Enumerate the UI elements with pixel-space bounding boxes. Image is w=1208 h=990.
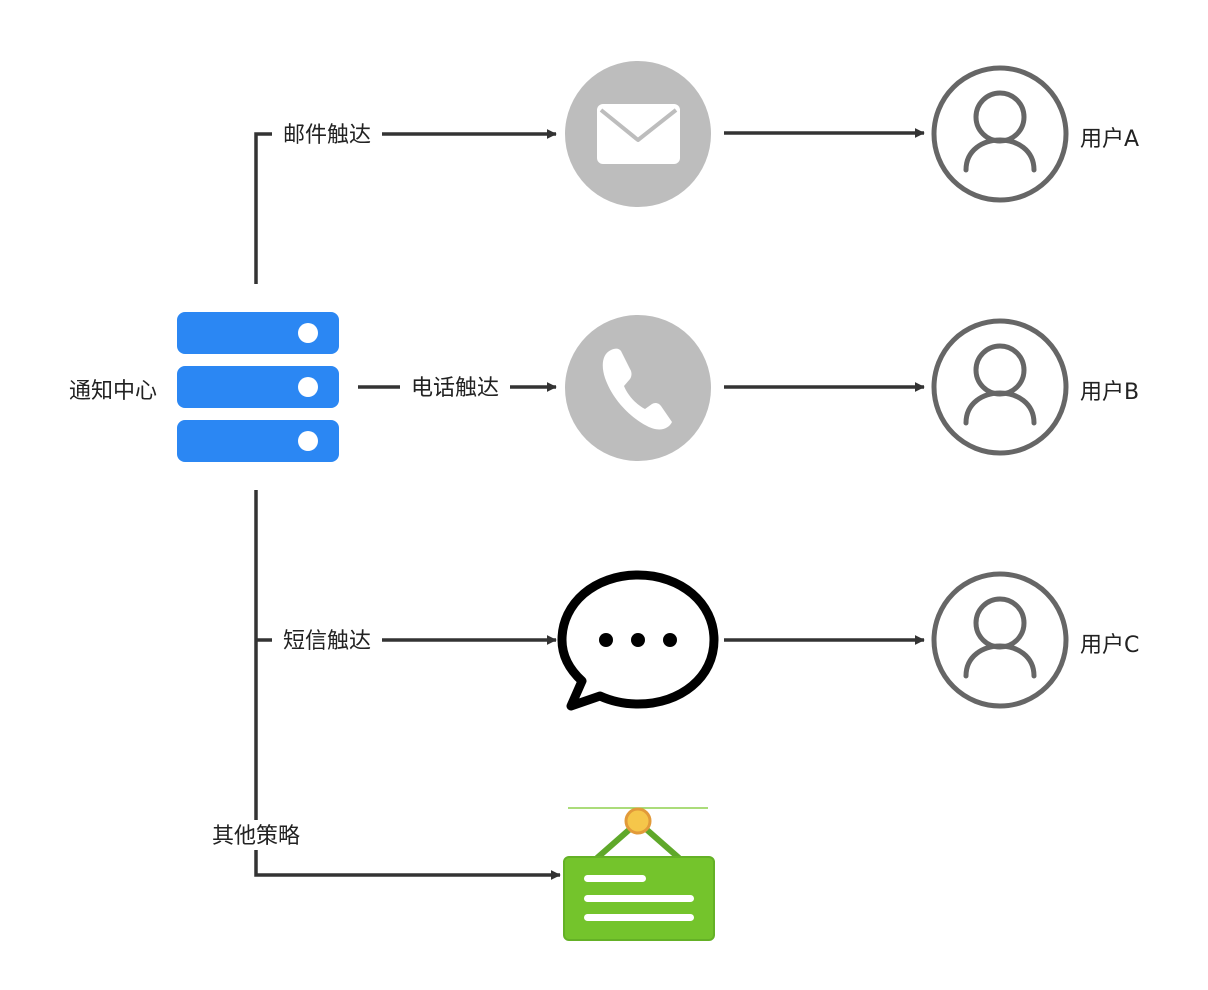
edge-label-phone: 电话触达	[411, 376, 499, 401]
user-icon	[931, 318, 1069, 456]
user-icon	[931, 571, 1069, 709]
user-icon	[931, 65, 1069, 203]
edge-label-other: 其他策略	[212, 824, 300, 849]
chat-bubble-icon	[557, 570, 719, 711]
connector-email	[254, 129, 557, 284]
edge-label-email: 邮件触达	[283, 123, 371, 148]
user-c-node: 用户C	[931, 571, 1139, 709]
other-strategy-node	[563, 807, 715, 941]
source-label: 通知中心	[69, 379, 157, 404]
edge-labels: 邮件触达 电话触达 短信触达 其他策略	[200, 119, 510, 850]
edge-label-sms: 短信触达	[283, 629, 371, 654]
user-b-label: 用户B	[1080, 380, 1139, 405]
user-a-node: 用户A	[931, 65, 1139, 203]
phone-channel-node	[565, 315, 711, 461]
notification-center-node: 通知中心	[69, 312, 339, 462]
server-stack-icon	[177, 312, 339, 462]
phone-icon	[565, 315, 711, 461]
user-b-node: 用户B	[931, 318, 1139, 456]
connectors	[254, 128, 925, 880]
connector-other	[254, 490, 561, 880]
user-a-label: 用户A	[1080, 127, 1139, 152]
email-channel-node	[565, 61, 711, 207]
email-icon	[565, 61, 711, 207]
hanging-sign-icon	[563, 807, 715, 941]
user-c-label: 用户C	[1080, 633, 1139, 658]
sms-channel-node	[557, 570, 719, 711]
